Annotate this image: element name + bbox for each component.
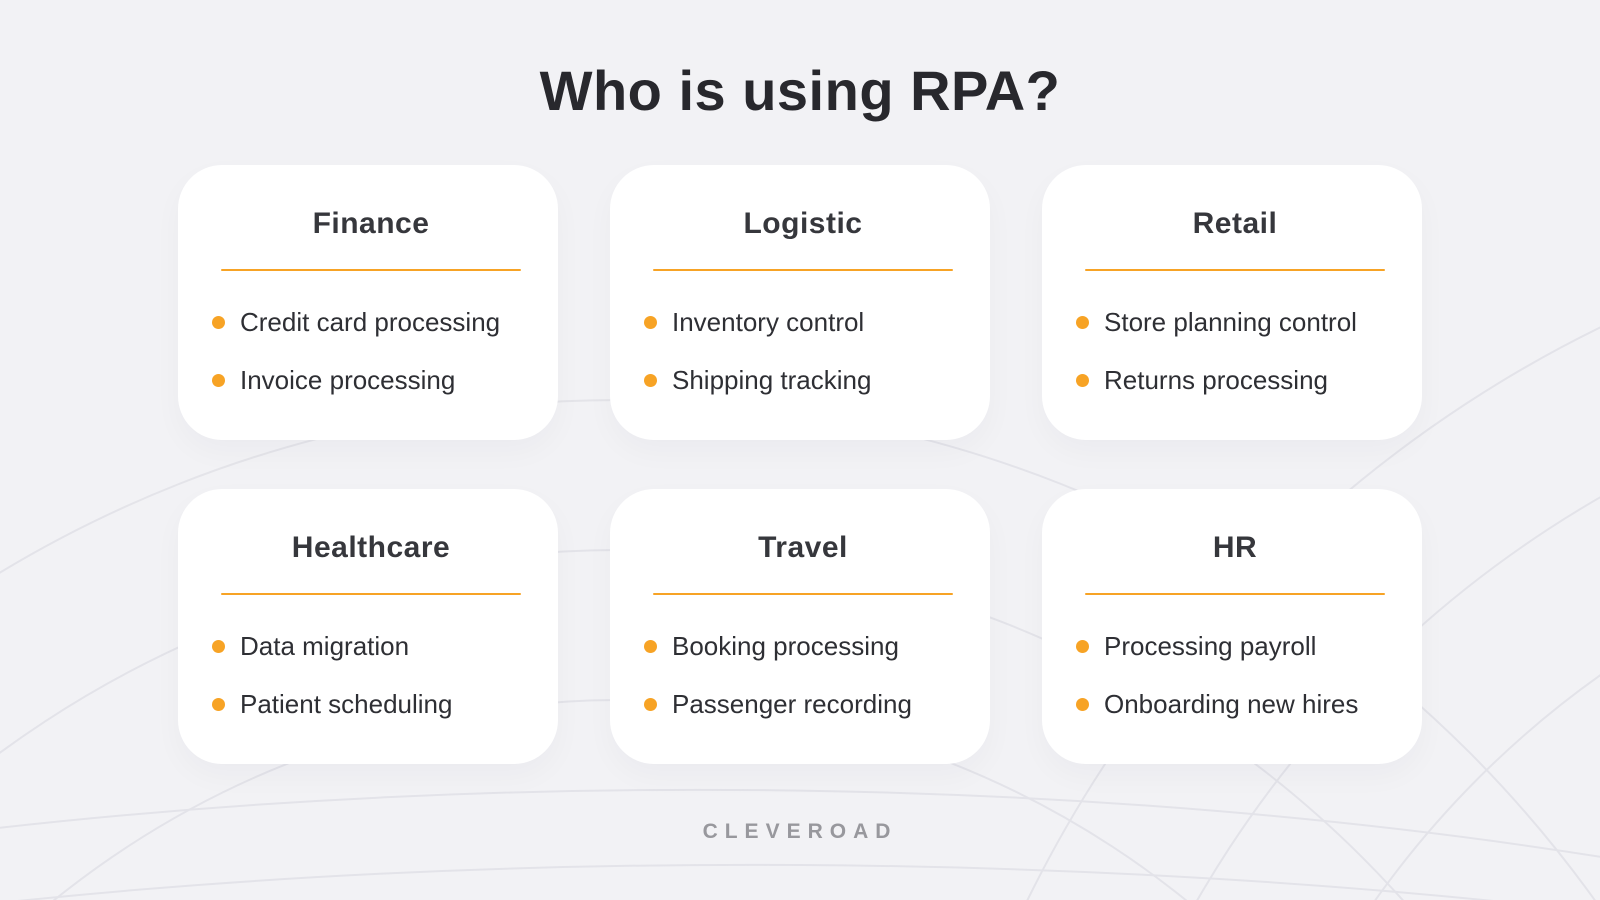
card-divider [221,269,521,271]
bullet-dot-icon [644,374,657,387]
item-list: Booking processing Passenger recording [640,631,966,720]
card-hr: HR Processing payroll Onboarding new hir… [1042,489,1422,764]
item-label: Returns processing [1104,365,1328,395]
card-divider [1085,593,1385,595]
brand-logo: CLEVEROAD [702,820,898,843]
item-label: Credit card processing [240,307,501,337]
item-label: Invoice processing [240,365,456,395]
bullet-dot-icon [1076,316,1089,329]
card-finance: Finance Credit card processing Invoice p… [178,165,558,440]
cards-grid: Finance Credit card processing Invoice p… [178,165,1422,764]
list-item: Processing payroll [1076,631,1398,662]
list-item: Returns processing [1076,365,1398,396]
item-label: Data migration [240,631,410,661]
card-divider [653,269,953,271]
list-item: Patient scheduling [212,689,534,720]
item-list: Processing payroll Onboarding new hires [1072,631,1398,720]
item-list: Inventory control Shipping tracking [640,307,966,396]
item-label: Patient scheduling [240,689,453,719]
list-item: Onboarding new hires [1076,689,1398,720]
card-divider [221,593,521,595]
bullet-dot-icon [644,316,657,329]
list-item: Shipping tracking [644,365,966,396]
item-list: Credit card processing Invoice processin… [208,307,534,396]
card-title: Retail [1192,207,1278,240]
item-label: Store planning control [1104,307,1357,337]
list-item: Booking processing [644,631,966,662]
card-healthcare: Healthcare Data migration Patient schedu… [178,489,558,764]
bullet-dot-icon [212,374,225,387]
list-item: Inventory control [644,307,966,338]
card-title: Logistic [743,207,863,240]
list-item: Store planning control [1076,307,1398,338]
card-divider [653,593,953,595]
bullet-dot-icon [1076,374,1089,387]
card-title: Healthcare [291,531,451,564]
bullet-dot-icon [644,640,657,653]
item-label: Booking processing [672,631,899,661]
item-list: Store planning control Returns processin… [1072,307,1398,396]
card-title: HR [1212,531,1258,564]
card-retail: Retail Store planning control Returns pr… [1042,165,1422,440]
list-item: Credit card processing [212,307,534,338]
card-logistic: Logistic Inventory control Shipping trac… [610,165,990,440]
bullet-dot-icon [644,698,657,711]
card-travel: Travel Booking processing Passenger reco… [610,489,990,764]
list-item: Invoice processing [212,365,534,396]
item-list: Data migration Patient scheduling [208,631,534,720]
card-divider [1085,269,1385,271]
bullet-dot-icon [212,698,225,711]
item-label: Shipping tracking [672,365,872,395]
item-label: Processing payroll [1104,631,1317,661]
list-item: Passenger recording [644,689,966,720]
card-title: Travel [758,531,848,564]
bullet-dot-icon [212,640,225,653]
bullet-dot-icon [212,316,225,329]
item-label: Passenger recording [672,689,912,719]
list-item: Data migration [212,631,534,662]
item-label: Onboarding new hires [1104,689,1359,719]
bullet-dot-icon [1076,640,1089,653]
bullet-dot-icon [1076,698,1089,711]
page-title: Who is using RPA? [539,59,1061,122]
card-title: Finance [312,207,430,240]
item-label: Inventory control [672,307,865,337]
